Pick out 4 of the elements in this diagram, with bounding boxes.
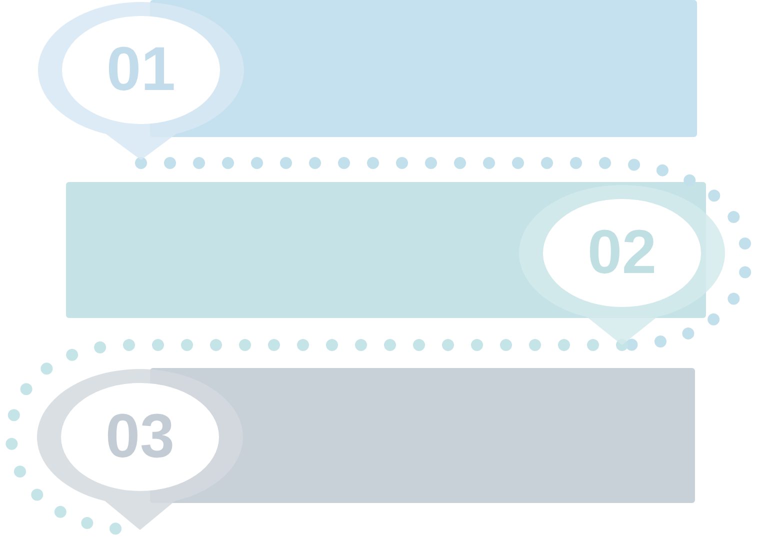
dotted-path xyxy=(5,339,628,536)
step-number: 02 xyxy=(588,222,656,284)
step-number: 01 xyxy=(106,39,176,101)
step-number: 03 xyxy=(106,406,174,468)
